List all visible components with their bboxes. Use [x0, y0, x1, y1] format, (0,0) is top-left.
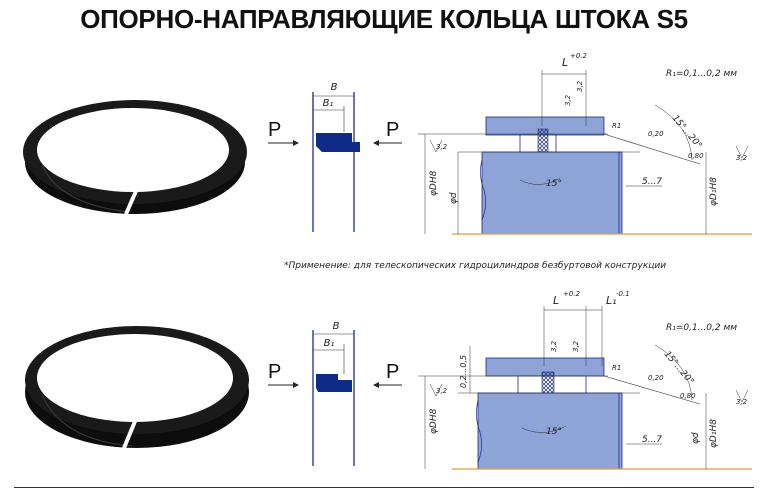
dia-d1: φD₁Н8 — [709, 177, 719, 206]
tol-l: +0.2 — [570, 52, 588, 60]
angle-chamfer: 15°...20° — [670, 114, 704, 151]
tol-l1: -0.1 — [616, 290, 630, 298]
dia-d: φd — [449, 192, 459, 204]
page-title: ОПОРНО-НАПРАВЛЯЮЩИЕ КОЛЬЦА ШТОКА S5 — [80, 4, 688, 34]
split-ring-image — [23, 100, 247, 215]
dim-l1: L₁ — [606, 294, 617, 307]
rough-left: 3,2 — [436, 387, 448, 395]
dim-l: L — [562, 56, 568, 69]
assembly-section — [418, 306, 752, 470]
r1-spec: R₁=0,1...0,2 мм — [666, 323, 737, 333]
r1-label: R1 — [612, 364, 621, 372]
force-label-left: P — [268, 119, 281, 141]
rough-020: 0,20 — [648, 130, 664, 138]
assembly-section — [418, 70, 752, 235]
rough-left: 3,2 — [436, 143, 448, 151]
force-label-right: P — [386, 119, 399, 141]
rough-080: 0,80 — [688, 152, 704, 160]
rough-upper-left: 3,2 — [564, 94, 572, 106]
dia-d1: φD₁Н8 — [709, 419, 719, 448]
dim-l: L — [553, 294, 559, 307]
rough-right: 3,2 — [736, 398, 748, 406]
angle-chamfer: 15°...20° — [662, 350, 696, 387]
dim-b: B — [333, 321, 340, 332]
ring-profile-section — [312, 92, 360, 232]
dim-5-7: 5...7 — [642, 435, 662, 445]
tol-l: +0.2 — [563, 290, 581, 298]
rough-020: 0,20 — [648, 374, 664, 382]
force-label-left: P — [268, 361, 281, 383]
dim-b1: B₁ — [323, 98, 334, 109]
dim-b: B — [331, 82, 338, 93]
dia-dn: φDН8 — [429, 170, 439, 196]
rough-right: 3,2 — [736, 154, 748, 162]
application-note: *Применение: для телескопических гидроци… — [284, 261, 666, 271]
angle-15: 15° — [546, 427, 562, 437]
dim-0-2-0-5: 0,2...0,5 — [459, 355, 468, 388]
r1-label: R1 — [612, 122, 621, 130]
split-ring-image — [25, 326, 249, 449]
rough-upper-right: 3,2 — [576, 80, 584, 92]
r1-spec: R₁=0,1...0,2 мм — [666, 69, 737, 79]
dia-d: φd — [691, 432, 701, 444]
rough-upper-right: 3,2 — [572, 340, 580, 352]
angle-15: 15° — [546, 179, 562, 189]
ring-profile-section — [312, 330, 355, 466]
rough-080: 0,80 — [680, 392, 696, 400]
dim-5-7: 5...7 — [642, 177, 662, 187]
dia-dn: φDН8 — [429, 408, 439, 434]
rough-upper-left: 3,2 — [550, 340, 558, 352]
force-label-right: P — [386, 361, 399, 383]
dim-b1: B₁ — [324, 338, 335, 349]
bottom-rule — [14, 487, 754, 488]
